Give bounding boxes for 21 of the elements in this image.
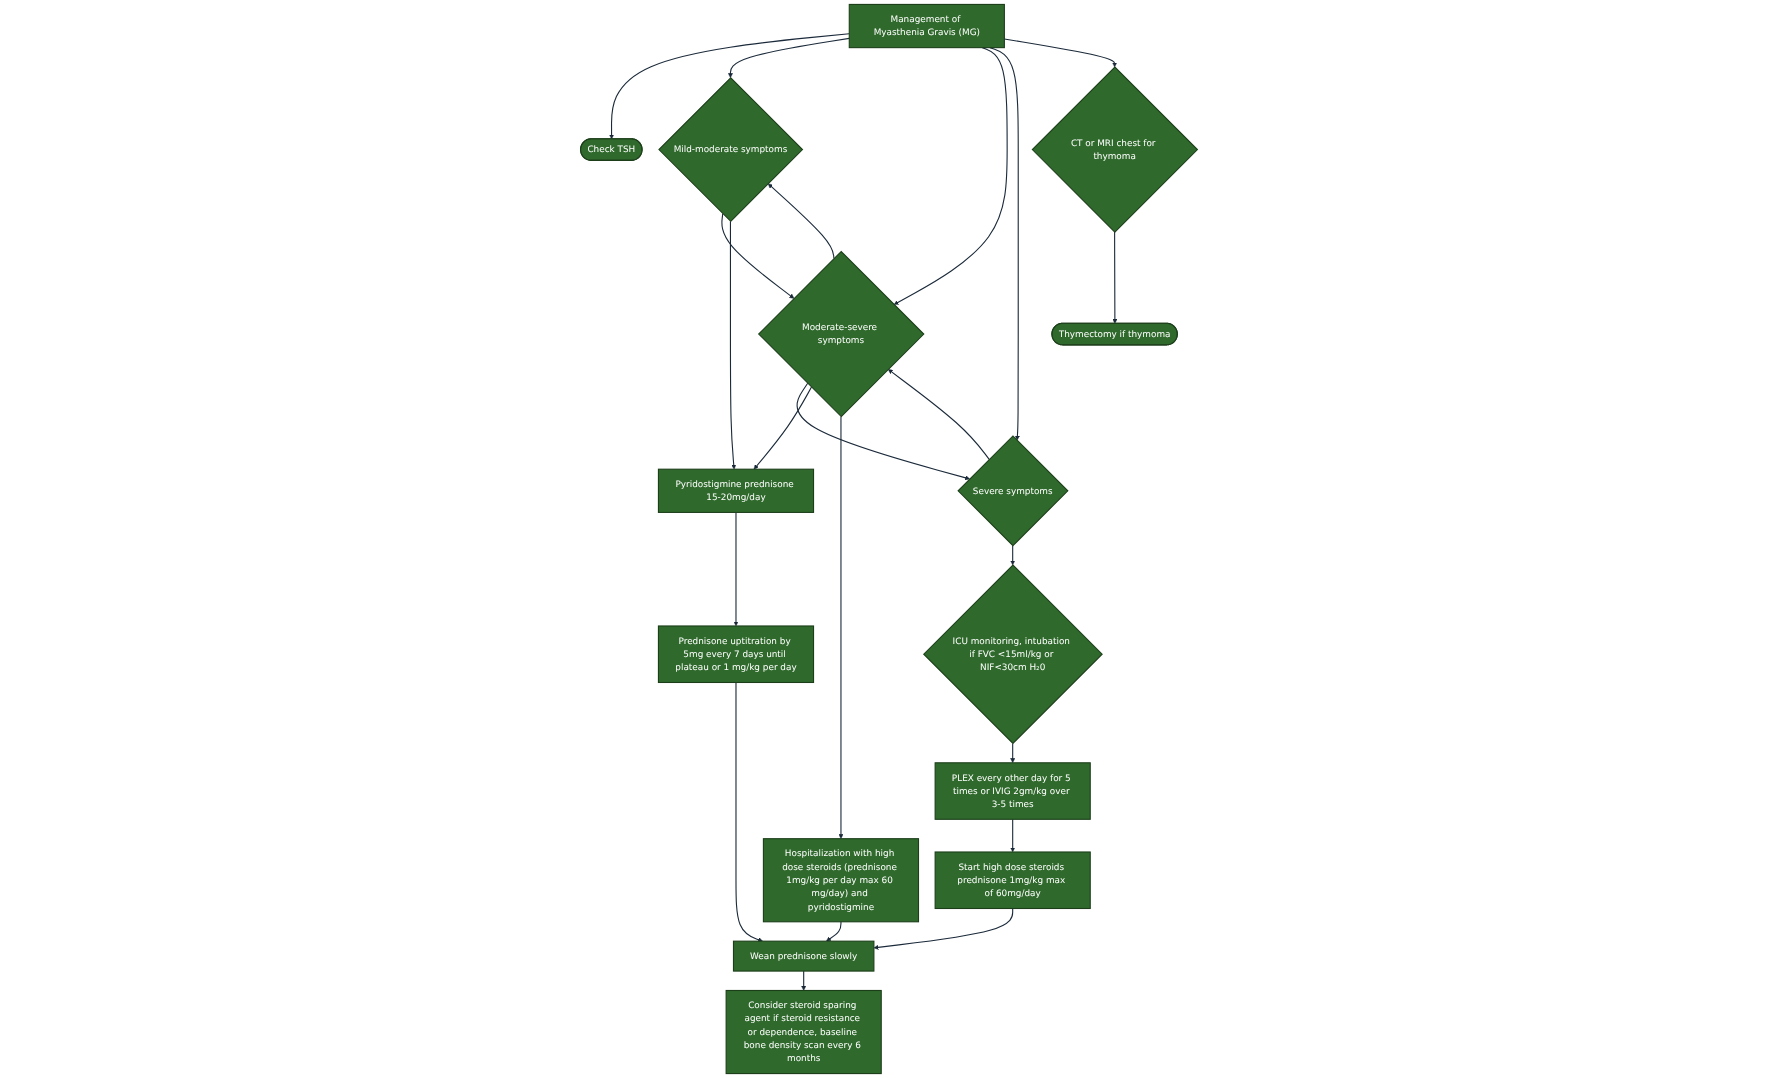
arrow — [893, 47, 1008, 305]
arrow — [729, 220, 737, 470]
arrow — [873, 907, 1014, 950]
arrow — [609, 33, 850, 140]
arrow — [796, 382, 970, 481]
arrow — [1010, 742, 1016, 763]
arrow — [838, 416, 844, 839]
arrow — [1112, 231, 1118, 324]
arrow — [989, 47, 1020, 441]
arrow — [733, 511, 739, 627]
arrow — [767, 183, 835, 260]
arrow — [721, 213, 795, 299]
arrow — [735, 681, 763, 942]
arrow — [887, 369, 990, 460]
arrow — [728, 37, 850, 78]
arrow — [1010, 818, 1016, 853]
arrow — [826, 921, 842, 942]
arrow — [801, 970, 807, 991]
arrow — [1010, 545, 1016, 566]
arrow — [1003, 38, 1118, 68]
arrow — [753, 386, 813, 470]
